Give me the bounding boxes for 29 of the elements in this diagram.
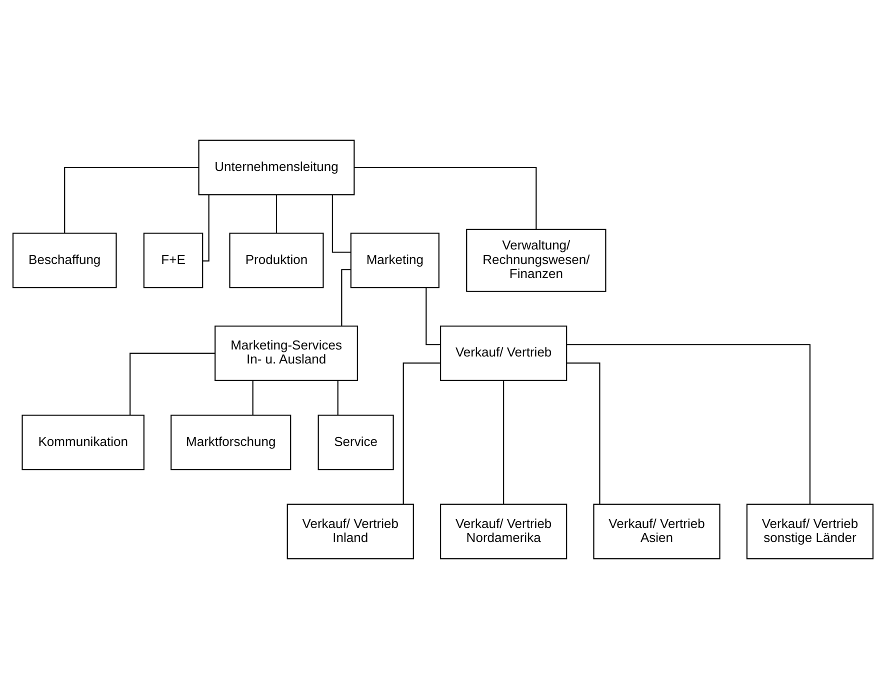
node-box: Verkauf/ Vertrieb sonstige Länder [746, 503, 874, 559]
node-box: Marketing-Services In- u. Ausland [214, 325, 358, 380]
node-box: Verkauf/ Vertrieb [440, 325, 568, 380]
node-box: Kommunikation [22, 414, 144, 470]
node-box: Verkauf/ Vertrieb Inland [286, 503, 414, 559]
connector [332, 194, 351, 252]
connector [64, 166, 199, 233]
node-box: F+E [143, 232, 204, 288]
node-box: Verkauf/ Vertrieb Nordamerika [440, 503, 568, 559]
connector [130, 352, 216, 415]
connector [341, 268, 350, 326]
node-box: Beschaffung [12, 232, 117, 288]
connector [276, 194, 278, 233]
node-box: Produktion [229, 232, 324, 288]
connector [426, 287, 440, 345]
connector [402, 362, 440, 504]
connector [354, 166, 537, 228]
connector [566, 344, 811, 504]
connector [337, 380, 338, 415]
connector [202, 194, 210, 261]
node-box: Service [318, 414, 394, 470]
connector [503, 380, 504, 504]
connector [252, 380, 254, 415]
node-box: Verkauf/ Vertrieb Asien [593, 503, 720, 559]
node-box: Marktforschung [170, 414, 292, 470]
node-box: Verwaltung/ Rechnungswesen/ Finanzen [466, 228, 606, 292]
node-box: Unternehmensleitung [198, 139, 355, 195]
connector [566, 362, 600, 504]
node-box: Marketing [350, 232, 440, 288]
